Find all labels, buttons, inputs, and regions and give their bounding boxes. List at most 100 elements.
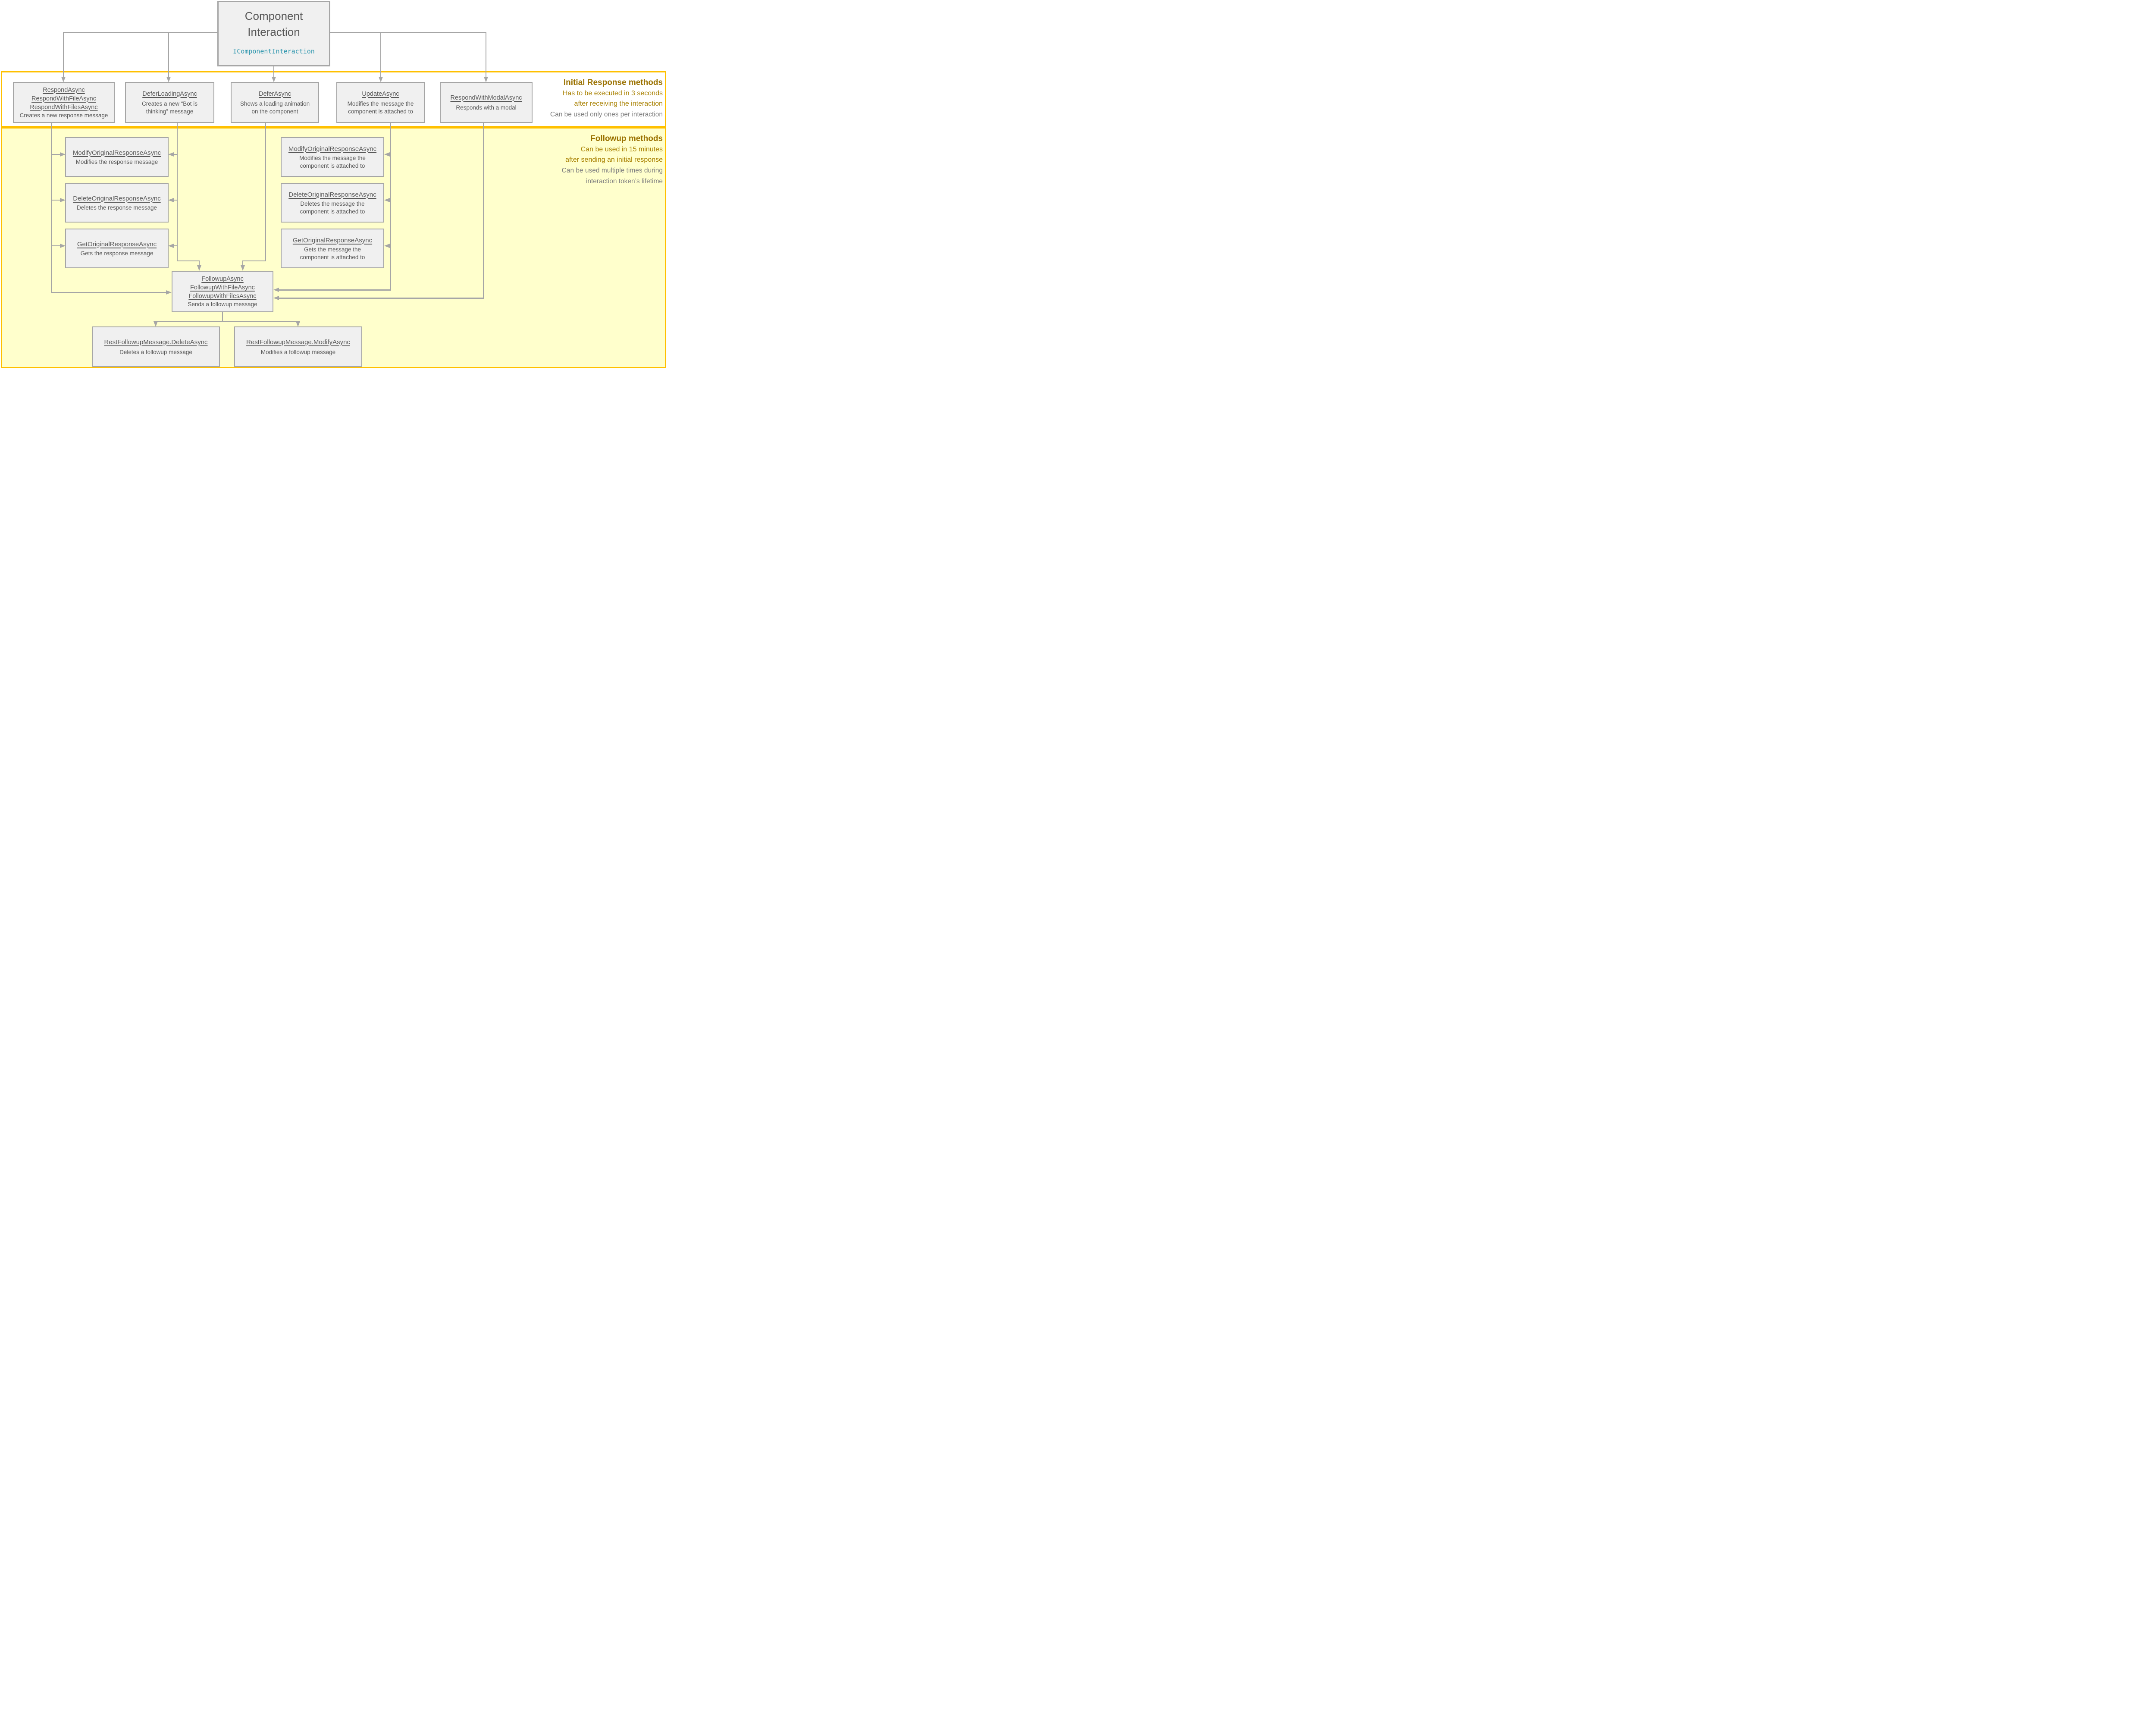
arrowhead-into-modcomp-right — [384, 152, 390, 157]
note-line: Has to be executed in 3 seconds — [562, 90, 663, 97]
arrowhead-into-modresp-left — [60, 152, 66, 157]
initial-response-heading: Initial Response methods — [563, 78, 663, 87]
connector-update-vertical — [390, 123, 391, 291]
connector-deferloading-elbow — [177, 260, 200, 261]
method-description: Modifies the message the component is at… — [299, 154, 366, 169]
respond-with-modal-box: RespondWithModalAsync Responds with a mo… — [440, 82, 533, 123]
method-name: RespondAsync — [43, 86, 85, 94]
connector-update-to-followup — [279, 289, 391, 291]
arrowhead-into-modresp-right — [168, 152, 174, 157]
component-interaction-box: Component Interaction IComponentInteract… — [217, 1, 330, 66]
defer-async-box: DeferAsync Shows a loading animation on … — [231, 82, 319, 123]
connector-respond-to-followup — [51, 292, 166, 293]
method-name: UpdateAsync — [362, 90, 399, 97]
method-description: Deletes a followup message — [119, 348, 192, 355]
method-name: DeferAsync — [259, 90, 291, 97]
method-name: RestFollowupMessage.DeleteAsync — [104, 338, 208, 346]
method-name: FollowupWithFileAsync — [190, 284, 255, 291]
method-name: RestFollowupMessage.ModifyAsync — [246, 338, 350, 346]
connector-drop-defer — [273, 66, 274, 77]
connector-modal-to-followup — [279, 298, 484, 299]
diagram-title: Component Interaction — [244, 9, 303, 38]
connector-deferloading-elbow-drop — [199, 260, 200, 266]
note-line: Can be used in 15 minutes — [580, 146, 663, 153]
method-description: Responds with a modal — [456, 104, 517, 111]
connector-stub — [173, 245, 177, 246]
arrowhead-into-getresp-left — [60, 244, 66, 248]
method-name: DeleteOriginalResponseAsync — [288, 191, 376, 198]
method-description: Creates a new response message — [19, 112, 108, 119]
method-name: RespondWithModalAsync — [450, 94, 522, 101]
connector-stub — [173, 200, 177, 201]
connector-followup-split-bar — [155, 321, 298, 322]
method-description: Modifies the message the component is at… — [347, 100, 414, 115]
connector-stub — [389, 154, 391, 155]
arrowhead-into-restmodify — [296, 321, 300, 327]
respond-async-box: RespondAsync RespondWithFileAsync Respon… — [13, 82, 115, 123]
note-line: after receiving the interaction — [574, 100, 663, 107]
arrowhead-into-getresp-right — [168, 244, 174, 248]
method-description: Deletes the message the component is att… — [300, 200, 365, 215]
followup-async-box: FollowupAsync FollowupWithFileAsync Foll… — [172, 271, 273, 312]
method-name: RespondWithFileAsync — [31, 95, 96, 102]
method-description: Sends a followup message — [188, 301, 257, 307]
connector-defer-vertical — [265, 123, 266, 261]
note-line: Can be used multiple times during — [561, 167, 663, 174]
method-description: Gets the response message — [80, 250, 154, 257]
connector-defer-elbow — [242, 260, 266, 261]
note-line: interaction token’s lifetime — [586, 178, 663, 185]
connector-stub — [51, 200, 61, 201]
method-name: GetOriginalResponseAsync — [77, 240, 157, 248]
arrowhead-into-getcomp-right — [384, 244, 390, 248]
followup-notes: Followup methods Can be used in 15 minut… — [562, 133, 663, 187]
followup-heading: Followup methods — [590, 134, 663, 143]
method-description: Modifies a followup message — [260, 348, 336, 355]
arrowhead-into-deferloading — [166, 77, 171, 82]
arrowhead-into-followup-right-upper — [273, 288, 279, 292]
method-name: DeferLoadingAsync — [142, 90, 197, 97]
note-line: Can be used only ones per interaction — [550, 111, 663, 118]
arrowhead-into-delcomp-right — [384, 198, 390, 202]
method-name: DeleteOriginalResponseAsync — [73, 194, 161, 202]
delete-original-response-component-box: DeleteOriginalResponseAsync Deletes the … — [281, 183, 384, 223]
component-interaction-diagram: Component Interaction IComponentInteract… — [0, 0, 667, 369]
method-description: Gets the message the component is attach… — [300, 246, 365, 260]
method-description: Deletes the response message — [76, 204, 157, 211]
arrowhead-into-update — [379, 77, 383, 82]
arrowhead-into-restdelete — [154, 321, 158, 327]
arrowhead-into-delresp-left — [60, 198, 66, 202]
arrowhead-into-defer — [272, 77, 276, 82]
method-name: ModifyOriginalResponseAsync — [72, 149, 161, 157]
defer-loading-async-box: DeferLoadingAsync Creates a new “Bot is … — [125, 82, 214, 123]
arrowhead-into-followup-right-lower — [273, 296, 279, 300]
arrowhead-into-followup-top-right — [241, 265, 245, 271]
rest-followup-modify-box: RestFollowupMessage.ModifyAsync Modifies… — [234, 326, 362, 367]
connector-followup-down — [222, 312, 223, 322]
connector-drop-update — [380, 32, 381, 77]
delete-original-response-box: DeleteOriginalResponseAsync Deletes the … — [65, 183, 169, 223]
connector-stub — [51, 154, 61, 155]
modify-original-response-box: ModifyOriginalResponseAsync Modifies the… — [65, 137, 169, 177]
connector-defer-elbow-drop — [242, 260, 243, 266]
arrowhead-into-delresp-right — [168, 198, 174, 202]
arrowhead-into-followup-left — [166, 290, 172, 295]
connector-stub — [389, 245, 391, 246]
connector-drop-deferloading — [168, 32, 169, 77]
arrowhead-into-modal — [484, 77, 488, 82]
method-description: Creates a new “Bot is thinking” message — [141, 100, 198, 115]
get-original-response-component-box: GetOriginalResponseAsync Gets the messag… — [281, 229, 384, 268]
method-name: RespondWithFilesAsync — [30, 104, 98, 111]
interface-name: IComponentInteraction — [233, 47, 315, 55]
method-name: FollowupAsync — [201, 276, 244, 282]
initial-response-notes: Initial Response methods Has to be execu… — [550, 77, 663, 120]
connector-stub — [51, 245, 61, 246]
modify-original-response-component-box: ModifyOriginalResponseAsync Modifies the… — [281, 137, 384, 177]
note-line: after sending an initial response — [565, 156, 663, 163]
connector-stub — [389, 200, 391, 201]
arrowhead-into-respond — [61, 77, 66, 82]
rest-followup-delete-box: RestFollowupMessage.DeleteAsync Deletes … — [92, 326, 220, 367]
method-name: ModifyOriginalResponseAsync — [288, 145, 377, 153]
connector-stub — [173, 154, 177, 155]
get-original-response-box: GetOriginalResponseAsync Gets the respon… — [65, 229, 169, 268]
method-name: GetOriginalResponseAsync — [292, 236, 373, 244]
